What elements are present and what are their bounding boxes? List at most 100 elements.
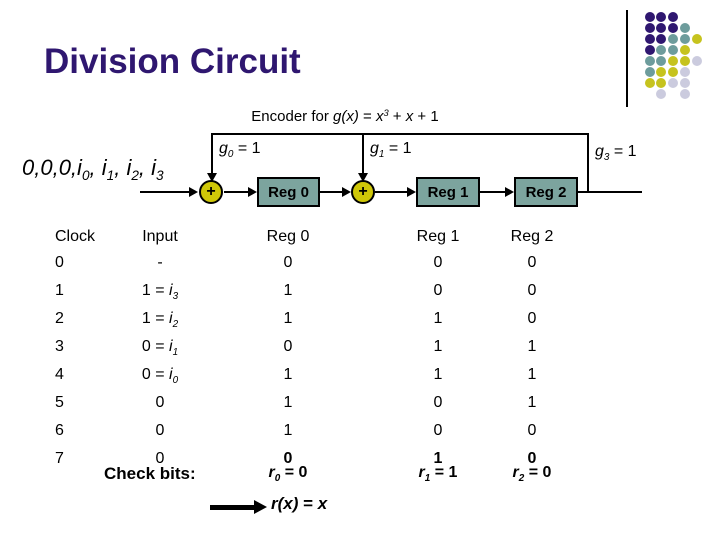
decor-dot [679, 66, 690, 77]
decor-dot [656, 77, 667, 88]
table-cell-reg0: 0 [283, 254, 293, 271]
table-cell-clock: 6 [55, 422, 64, 439]
result-arrow-line [210, 505, 255, 510]
register-reg1-label: Reg 1 [427, 183, 469, 201]
table-cell-input: 1 = i2 [141, 310, 179, 330]
table-cell-reg1: 1 [433, 338, 443, 355]
table-cell-reg0: 1 [283, 422, 293, 439]
table-cell-input: 1 = i3 [141, 282, 179, 302]
decor-dot [691, 55, 702, 66]
table-cell-clock: 7 [55, 450, 64, 467]
feedback-rise-g3 [587, 133, 589, 193]
plus-icon: + [206, 183, 216, 200]
decor-dot [656, 55, 667, 66]
decor-dot [691, 33, 702, 44]
table-cell-input: 0 [155, 450, 165, 467]
table-cell-clock: 3 [55, 338, 64, 355]
table-cell-reg2: 0 [527, 310, 537, 327]
wire-reg1-reg2 [480, 191, 506, 193]
table-cell-reg2: 0 [527, 282, 537, 299]
table-cell-reg0: 0 [283, 338, 293, 355]
decor-dot [668, 11, 679, 22]
column-header-clock: Clock [55, 228, 96, 245]
input-sequence-label: 0,0,0,i0, i1, i2, i3 [22, 155, 164, 184]
decor-dot [656, 11, 667, 22]
decor-dot [679, 44, 690, 55]
table-cell-reg2: 1 [527, 366, 537, 383]
table-cell-reg0: 1 [283, 394, 293, 411]
input-wire [140, 191, 190, 193]
divider-line [626, 10, 628, 107]
check-bit-r2: r2 = 0 [512, 464, 552, 484]
decor-dot [668, 66, 679, 77]
wire-reg0-adder2 [320, 191, 343, 193]
decor-dot [668, 55, 679, 66]
table-column-reg2: Reg 2 0 0 0 1 1 1 0 0 [492, 228, 572, 478]
feedback-wire-top [211, 133, 589, 135]
decor-dot [668, 22, 679, 33]
register-reg2: Reg 2 [514, 177, 578, 207]
decor-dot [644, 22, 655, 33]
column-header-reg0: Reg 0 [266, 228, 310, 245]
decor-dot [656, 22, 667, 33]
table-cell-input: 0 [155, 422, 165, 439]
result-arrowhead-icon [254, 500, 267, 514]
decor-dot [656, 66, 667, 77]
arrowhead-reg2-icon [505, 187, 514, 197]
decor-dot [668, 33, 679, 44]
table-cell-clock: 0 [55, 254, 64, 271]
table-cell-reg1: 0 [433, 422, 443, 439]
table-cell-reg2: 1 [527, 394, 537, 411]
table-cell-clock: 2 [55, 310, 64, 327]
arrowhead-adder2-icon [342, 187, 351, 197]
decor-dot [644, 33, 655, 44]
xor-adder-2: + [351, 180, 375, 204]
table-cell-input: 0 = i0 [141, 366, 179, 386]
table-cell-reg0: 1 [283, 310, 293, 327]
decor-dot [656, 88, 667, 99]
arrowhead-reg0-icon [248, 187, 257, 197]
table-cell-reg1: 0 [433, 254, 443, 271]
decor-dot [679, 55, 690, 66]
check-bit-r1: r1 = 1 [418, 464, 458, 484]
decor-dot [679, 77, 690, 88]
decor-dot [644, 11, 655, 22]
plus-icon: + [358, 183, 368, 200]
feedback-drop-g1 [362, 133, 364, 174]
column-header-input: Input [142, 228, 178, 245]
decor-dot [679, 22, 690, 33]
decor-dot [644, 77, 655, 88]
table-cell-clock: 4 [55, 366, 64, 383]
register-reg2-label: Reg 2 [525, 183, 567, 201]
decor-dot [668, 77, 679, 88]
feedback-drop-g0 [211, 133, 213, 174]
table-cell-input: 0 = i1 [141, 338, 179, 358]
decor-dot [656, 33, 667, 44]
decor-dot [644, 44, 655, 55]
table-cell-reg1: 0 [433, 282, 443, 299]
register-reg0: Reg 0 [257, 177, 320, 207]
table-cell-reg2: 0 [527, 254, 537, 271]
wire-adder2-reg1 [375, 191, 407, 193]
decor-dot [644, 66, 655, 77]
table-cell-reg2: 0 [527, 450, 537, 467]
arrowhead-input-icon [189, 187, 198, 197]
table-cell-reg1: 1 [433, 366, 443, 383]
table-cell-reg2: 1 [527, 338, 537, 355]
decor-dot [644, 55, 655, 66]
decor-dot [668, 44, 679, 55]
table-cell-reg0: 0 [283, 450, 293, 467]
table-cell-clock: 5 [55, 394, 64, 411]
decor-dot [679, 33, 690, 44]
table-cell-reg1: 1 [433, 310, 443, 327]
tap-label-g0: g0 = 1 [219, 140, 261, 160]
arrowhead-down-g0-icon [207, 173, 217, 182]
table-cell-reg0: 1 [283, 282, 293, 299]
table-cell-reg2: 0 [527, 422, 537, 439]
xor-adder-1: + [199, 180, 223, 204]
table-cell-input: - [157, 254, 163, 271]
column-header-reg2: Reg 2 [510, 228, 554, 245]
